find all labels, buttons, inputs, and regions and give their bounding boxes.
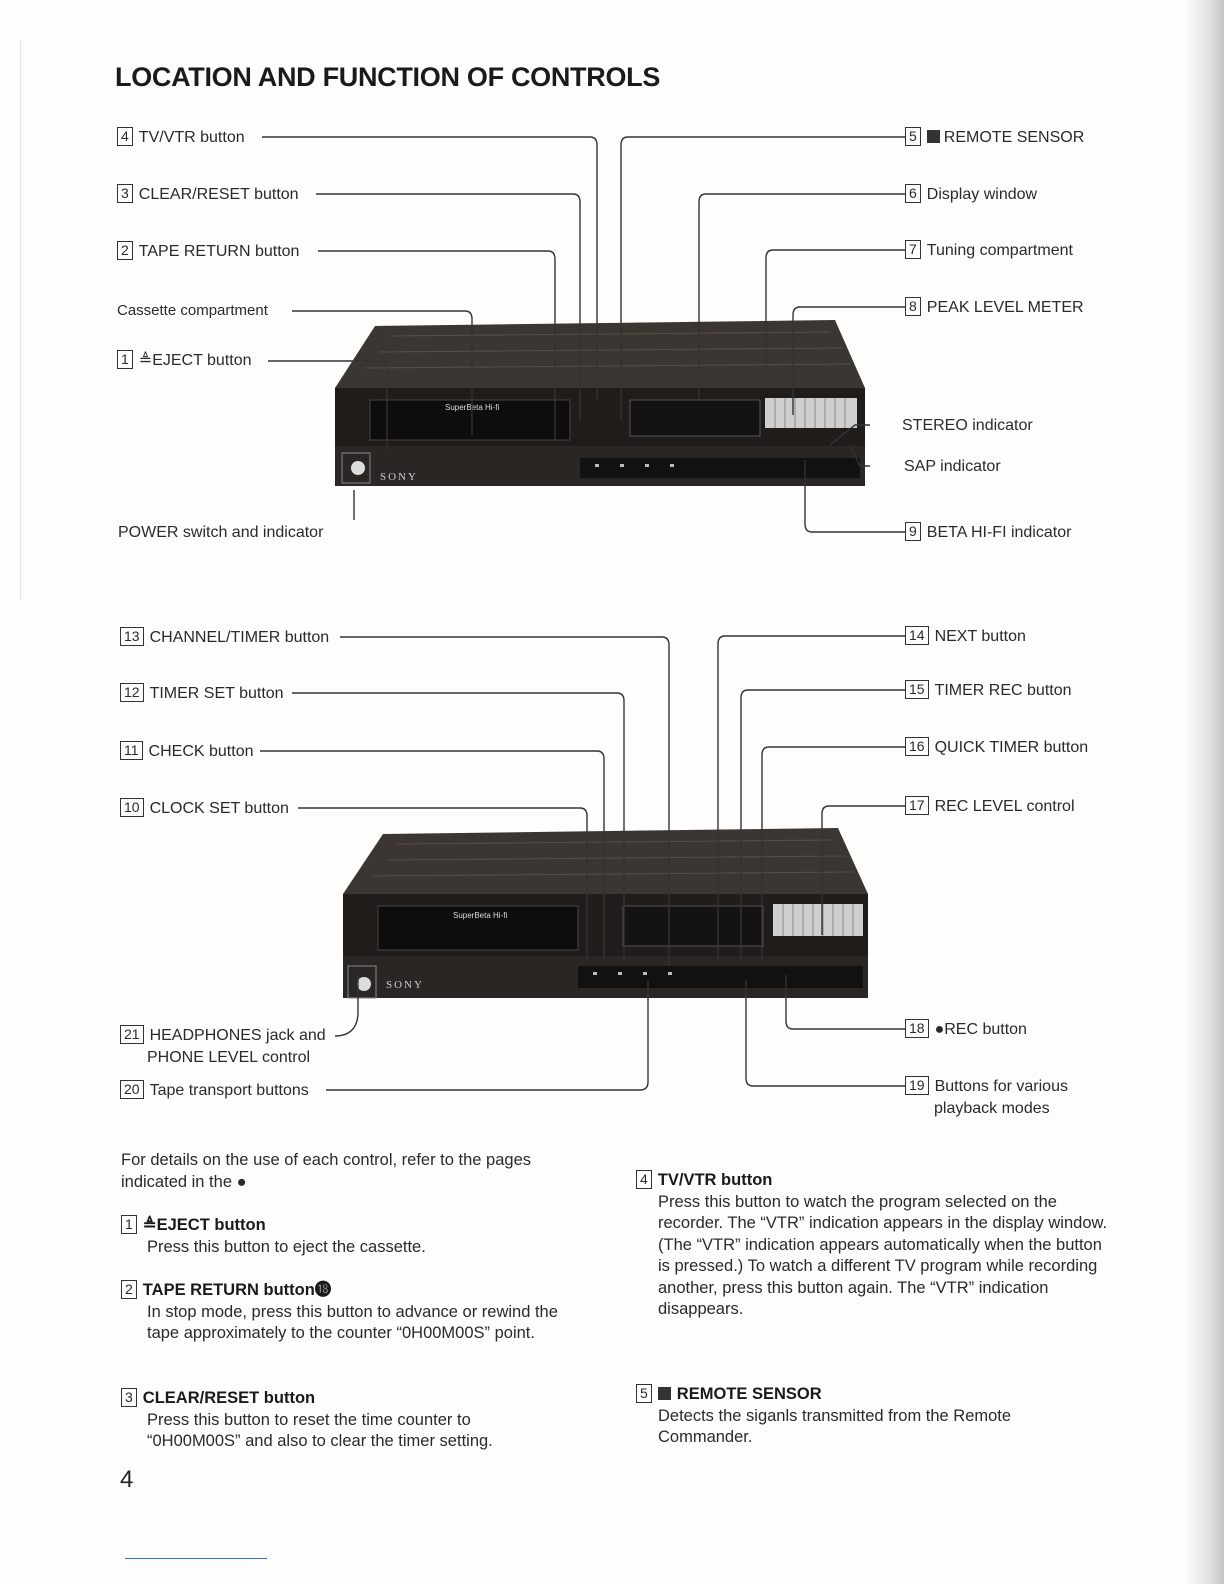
intro-text: For details on the use of each control, … — [121, 1151, 531, 1191]
label-stereo-indicator: STEREO indicator — [902, 417, 1033, 434]
footer-rule — [125, 1558, 267, 1559]
page-title: LOCATION AND FUNCTION OF CONTROLS — [115, 62, 661, 92]
page-number: 4 — [120, 1466, 134, 1493]
brand-logo-2: SONY — [386, 979, 424, 991]
label-rec-button: 18●REC button — [905, 1019, 1027, 1040]
label-cassette-compartment: Cassette compartment — [117, 302, 268, 319]
label-power-switch: POWER switch and indicator — [118, 524, 324, 541]
label-sap-indicator: SAP indicator — [904, 458, 1001, 475]
binding-shadow — [1184, 0, 1224, 1584]
model-mark-2: SuperBeta Hi-fi — [453, 911, 507, 920]
remote-sensor-icon — [657, 1387, 671, 1400]
label-eject-button: 1≜EJECT button — [117, 350, 252, 371]
brand-logo-1: SONY — [380, 471, 418, 483]
vcr-illustration-2: SuperBeta Hi-fi SONY — [343, 828, 868, 999]
page-edge-mark — [20, 40, 21, 600]
callout-lines-1 — [262, 136, 905, 533]
desc-eject: 1≜EJECT button Press this button to ejec… — [121, 1215, 591, 1258]
remote-sensor-icon — [926, 130, 940, 143]
vcr-illustration-1: SuperBeta Hi-fi SONY — [335, 320, 865, 486]
callout-lines-2 — [260, 635, 905, 1091]
